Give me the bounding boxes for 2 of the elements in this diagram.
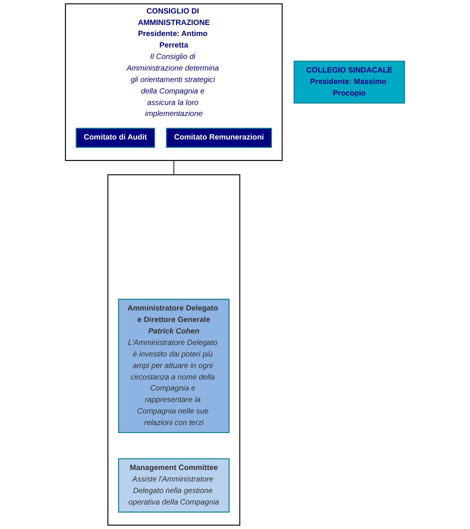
connector <box>173 160 174 176</box>
cluster <box>107 174 240 526</box>
